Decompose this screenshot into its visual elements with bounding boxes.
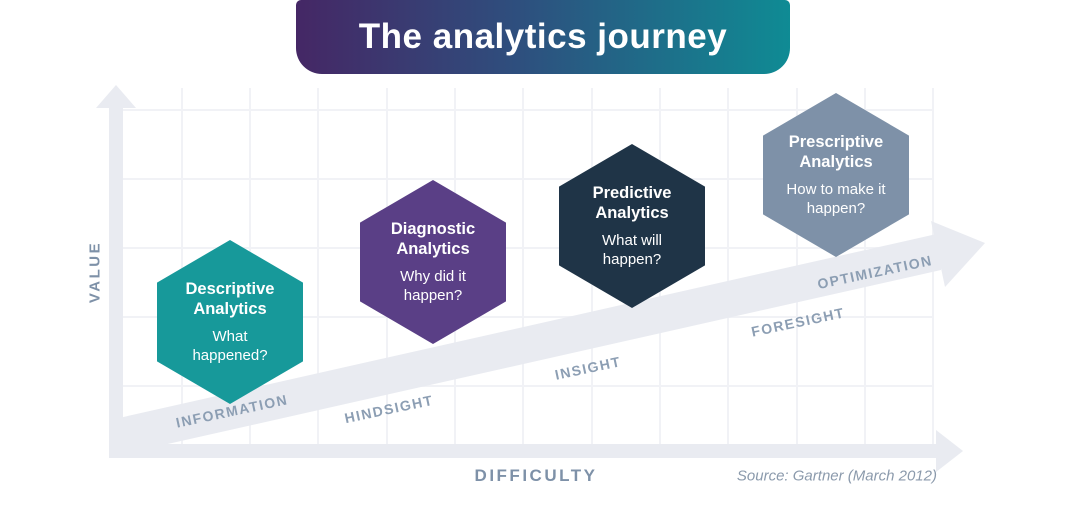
hexagon-question: How to make it happen? — [786, 180, 886, 217]
journey-arrow — [110, 221, 985, 457]
difficulty-axis-label: DIFFICULTY — [474, 466, 598, 485]
hexagon-question: What will happen? — [601, 231, 662, 268]
hexagon-title: Predictive Analytics — [592, 183, 672, 222]
page-title: The analytics journey — [358, 17, 728, 56]
value-axis-arrow — [96, 85, 136, 458]
difficulty-axis-arrow — [110, 430, 963, 472]
hexagon-title: Prescriptive Analytics — [788, 132, 884, 171]
hexagon-question: What happened? — [192, 327, 268, 364]
source-citation: Source: Gartner (March 2012) — [736, 467, 937, 485]
hexagon-title: Diagnostic Analytics — [390, 219, 476, 258]
title-banner: The analytics journey — [296, 0, 790, 74]
hexagon-question: Why did it happen? — [400, 267, 466, 304]
value-axis-label: VALUE — [86, 240, 104, 304]
hexagon-title: Descriptive Analytics — [185, 279, 275, 318]
